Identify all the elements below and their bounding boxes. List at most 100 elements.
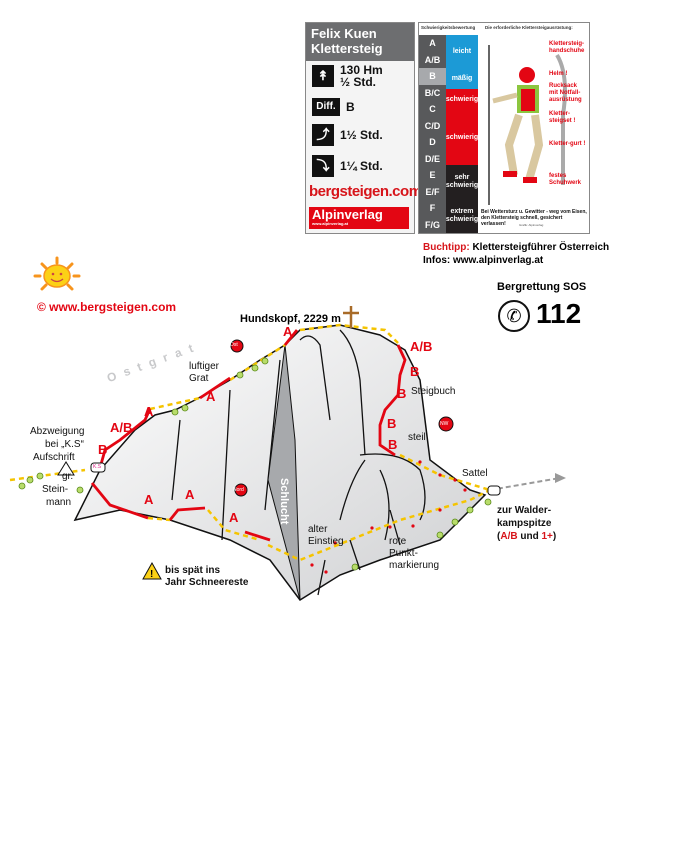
grade: 1+ <box>541 531 553 542</box>
marking-label: Punkt- <box>389 548 418 559</box>
grade-9: E/F <box>425 186 440 197</box>
difficulty-badge: Diff. <box>312 98 340 116</box>
via-ferrata-route <box>90 329 407 542</box>
grade-band: schwierig <box>446 110 478 165</box>
gully <box>267 344 301 601</box>
airy-ridge-label: Grat <box>189 373 209 384</box>
gully-label: Schlucht <box>278 478 290 525</box>
grade-8: E <box>429 170 436 180</box>
walder-label: kampspitze <box>497 518 552 529</box>
walder-grades: (A/B und 1+) <box>497 531 556 542</box>
rock-lines <box>171 329 426 596</box>
sos-label: Bergrettung SOS <box>497 281 587 293</box>
grade-band: mäßig <box>446 69 478 89</box>
logo-text: bergsteigen.com <box>309 183 422 200</box>
snow-label: Jahr Schneereste <box>165 577 249 588</box>
summit-label: Hundskopf, 2229 m <box>240 313 341 325</box>
equipment-label: Rucksack mit Notfall-ausrüstung <box>549 83 582 103</box>
old-start-label: alter <box>308 524 328 535</box>
route-grade: A <box>144 404 154 419</box>
compass-nw-icon <box>438 416 454 432</box>
grade-6: D <box>429 137 436 147</box>
grade-band: extrem schwierig <box>446 198 478 233</box>
red-dots <box>310 460 467 574</box>
walder-label: zur Walder- <box>497 505 552 516</box>
steep-label: steil <box>408 432 426 443</box>
grade-3: B/C <box>424 87 441 98</box>
equipment-label: festes Schuhwerk <box>549 173 582 186</box>
grade-band: leicht <box>446 35 478 69</box>
warning-icon: ! <box>142 561 162 580</box>
route-grade: B <box>410 364 420 379</box>
compass-ost-icon <box>230 339 244 353</box>
grade-2: B <box>419 68 446 85</box>
grade-0: A <box>429 38 436 48</box>
route-grade: A/B <box>110 420 133 435</box>
equipment-label: Klettersteig-handschuhe <box>549 41 585 54</box>
phone-icon: ✆ <box>498 300 530 332</box>
title-line: Felix Kuen <box>311 26 377 41</box>
saddle-label: Sattel <box>462 468 488 479</box>
saddle-marker <box>487 485 501 496</box>
grade-band: schwierig <box>446 89 478 110</box>
sos-number: 112 <box>536 298 582 329</box>
alpinverlag-link[interactable]: Infos: www.alpinverlag.at <box>423 255 544 266</box>
credit: Grafik: Alpinverlag <box>519 223 544 227</box>
cairn-label: Stein- <box>42 484 69 495</box>
compass-label: Ost <box>230 342 238 348</box>
marking-label: rote <box>389 536 407 547</box>
junction-label: Aufschrift <box>33 452 75 463</box>
snow-label: bis spät ins <box>165 565 221 576</box>
alpinverlag-logo: Alpinverlag www.alpinverlag.at <box>309 207 409 229</box>
route-grade: A <box>144 492 154 507</box>
hiker-ascent-icon: ⤴ <box>312 124 334 146</box>
grade-1: A/B <box>424 54 441 65</box>
cairn-label: mann <box>46 497 72 508</box>
marking-label: markierung <box>389 560 440 571</box>
route-grade: B <box>397 386 407 401</box>
route-title: Felix Kuen Klettersteig <box>306 23 414 61</box>
ks-marker <box>90 462 106 473</box>
book-tip-label: Buchtipp: <box>423 242 470 253</box>
copyright-link[interactable]: © www.bergsteigen.com <box>37 300 177 314</box>
cairn-label: gr. <box>62 471 74 482</box>
airy-ridge-label: luftiger <box>189 361 220 372</box>
grade-5: C/D <box>424 120 441 131</box>
grade-7: D/E <box>424 153 440 164</box>
approach-time: 1½ Std. <box>340 128 383 142</box>
grade-10: F <box>429 203 436 213</box>
bergsteigen-logo: bergsteigen.com <box>309 183 422 200</box>
ks-marker-label: K.S <box>93 464 102 470</box>
route-grade: A <box>185 487 195 502</box>
equipment-label: Kletter-steigset ! <box>549 111 576 124</box>
weather-warning: Bei Wettersturz u. Gewitter - weg vom Ei… <box>481 209 587 227</box>
compass-label: NW <box>440 421 449 427</box>
sun-icon <box>33 256 81 291</box>
difficulty-value: B <box>346 100 355 114</box>
compass-nord-icon <box>234 483 248 497</box>
paren: ) <box>552 531 557 542</box>
junction-label: Abzweigung <box>30 426 85 437</box>
junction-label: bei „K.S“ <box>45 439 84 450</box>
cairn-icon <box>57 461 75 476</box>
equipment-label: Kletter-gurt ! <box>549 141 586 147</box>
climber-icon: ↟ <box>312 65 334 87</box>
paren: ( <box>497 531 501 542</box>
route-grade: B <box>387 416 397 431</box>
route-grade: A/B <box>410 339 433 354</box>
route-grade: A <box>283 324 293 339</box>
route-grade: B <box>98 442 108 457</box>
grade-4: C <box>429 104 436 114</box>
climb-time: ½ Std. <box>340 75 377 89</box>
grade-header: Schwierigkeitsbewertung <box>421 25 476 30</box>
descent-arrow <box>489 477 561 491</box>
old-start-label: Einstieg <box>308 536 344 547</box>
grade: A/B <box>500 531 518 542</box>
equipment-header: Die erforderliche Klettersteigausrüstung… <box>485 25 573 30</box>
and: und <box>517 531 542 542</box>
hiker-descent-icon: ⤵ <box>312 155 334 177</box>
climber-illustration <box>488 45 567 205</box>
